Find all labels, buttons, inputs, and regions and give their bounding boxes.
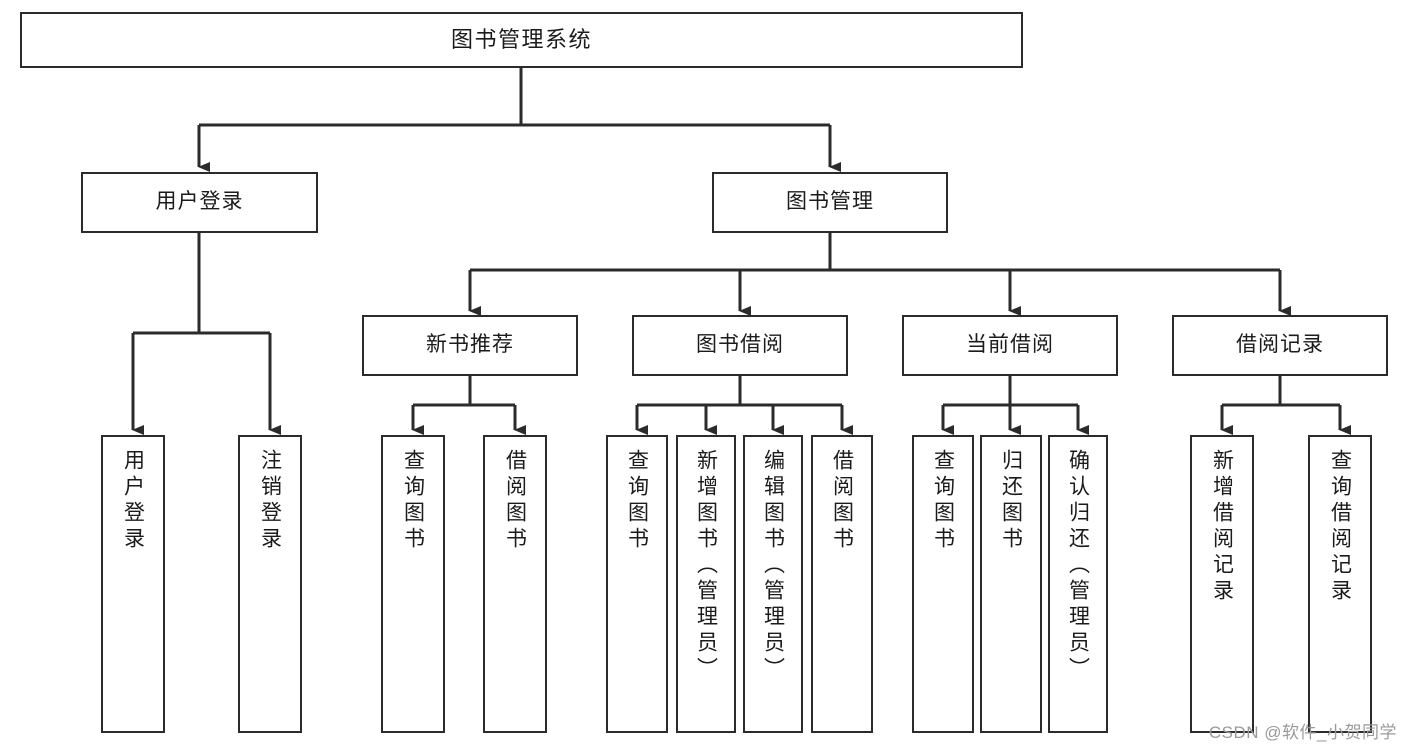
node-label: 图书借阅 (696, 333, 784, 357)
node-new-book-recommend[interactable]: 新书推荐 (362, 315, 578, 376)
node-label: 新书推荐 (426, 333, 514, 357)
leaf-return-book[interactable]: 归还图书 (980, 435, 1042, 733)
node-user-login[interactable]: 用户登录 (81, 172, 318, 233)
leaf-user-login[interactable]: 用户登录 (101, 435, 165, 733)
node-label: 新增图书（管理员） (694, 449, 718, 683)
leaf-query-book-recommend[interactable]: 查询图书 (381, 435, 445, 733)
node-label: 确认归还（管理员） (1066, 449, 1090, 683)
node-root-book-management-system[interactable]: 图书管理系统 (20, 12, 1023, 68)
node-label: 图书管理系统 (450, 27, 592, 53)
node-borrow-record[interactable]: 借阅记录 (1172, 315, 1388, 376)
leaf-confirm-return-admin[interactable]: 确认归还（管理员） (1048, 435, 1108, 733)
node-label: 归还图书 (999, 449, 1023, 553)
node-label: 图书管理 (786, 190, 874, 214)
node-label: 注销登录 (258, 449, 282, 553)
csdn-watermark: CSDN @软件_小贺同学 (1208, 723, 1397, 742)
node-current-borrow[interactable]: 当前借阅 (902, 315, 1118, 376)
node-label: 借阅记录 (1236, 333, 1324, 357)
node-label: 新增借阅记录 (1210, 449, 1234, 605)
node-label: 编辑图书（管理员） (761, 449, 785, 683)
node-label: 用户登录 (121, 449, 145, 553)
node-label: 查询图书 (401, 449, 425, 553)
leaf-add-borrow-record[interactable]: 新增借阅记录 (1190, 435, 1254, 733)
leaf-borrow-book[interactable]: 借阅图书 (811, 435, 873, 733)
node-label: 借阅图书 (830, 449, 854, 553)
node-label: 查询图书 (931, 449, 955, 553)
node-book-management[interactable]: 图书管理 (712, 172, 948, 233)
leaf-query-borrow-record[interactable]: 查询借阅记录 (1308, 435, 1372, 733)
node-label: 查询图书 (625, 449, 649, 553)
node-label: 用户登录 (155, 190, 244, 214)
leaf-borrow-book-recommend[interactable]: 借阅图书 (483, 435, 547, 733)
node-book-borrow[interactable]: 图书借阅 (632, 315, 848, 376)
leaf-add-book-admin[interactable]: 新增图书（管理员） (676, 435, 736, 733)
node-label: 当前借阅 (966, 333, 1054, 357)
node-label: 借阅图书 (503, 449, 527, 553)
node-label: 查询借阅记录 (1328, 449, 1352, 605)
leaf-query-book-borrow[interactable]: 查询图书 (606, 435, 668, 733)
leaf-edit-book-admin[interactable]: 编辑图书（管理员） (743, 435, 803, 733)
leaf-logout-login[interactable]: 注销登录 (238, 435, 302, 733)
leaf-query-book-current[interactable]: 查询图书 (912, 435, 974, 733)
